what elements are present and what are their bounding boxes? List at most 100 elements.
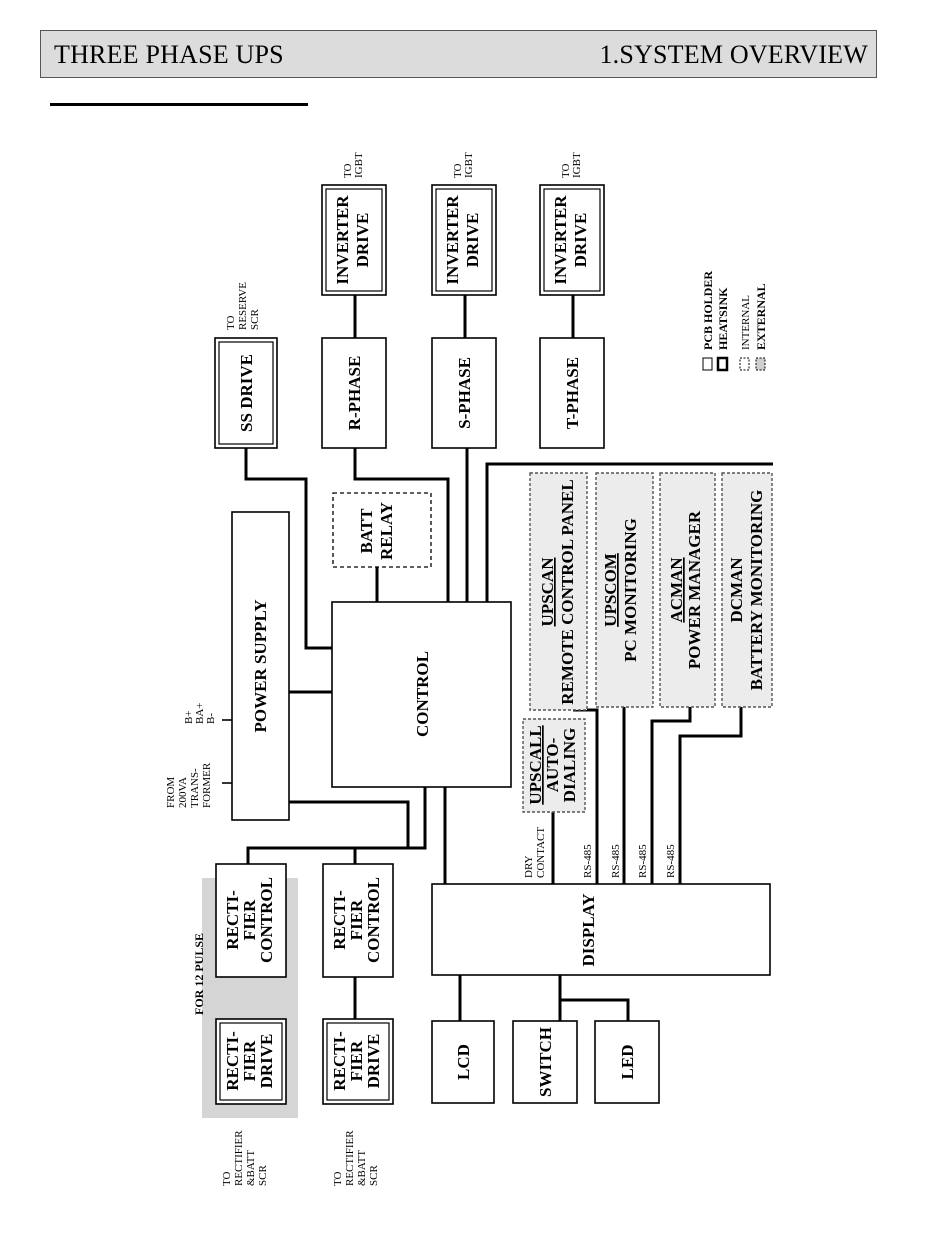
rectifier-drive-line: RECTI- — [330, 1031, 349, 1091]
rs485-label: RS-485 — [582, 844, 594, 878]
ss-drive-label: SS DRIVE — [237, 354, 256, 432]
to-igbt-label: TO — [342, 163, 354, 178]
to-igbt-label: TO — [560, 163, 572, 178]
to-igbt-label: TO — [452, 163, 464, 178]
rectifier-control-line: RECTI- — [330, 890, 349, 950]
inverter-drive-line1: INVERTER — [551, 195, 570, 285]
batt-relay-line2: RELAY — [377, 502, 396, 560]
legend-swatch-external — [755, 357, 766, 371]
rs485-label: RS-485 — [665, 844, 677, 878]
switch-block: SWITCH — [512, 1020, 578, 1104]
rectifier-drive-line: FIER — [347, 1040, 366, 1081]
upscan-title: UPSCAN — [538, 557, 557, 627]
header-title: THREE PHASE UPS — [54, 40, 284, 69]
t-phase-label: T-PHASE — [563, 357, 582, 429]
bus-labels: DRY CONTACT RS-485 RS-485 RS-485 RS-485 — [523, 827, 677, 878]
inverter-drive-t-block: INVERTER DRIVE — [539, 184, 605, 296]
to-rectifier-line: SCR — [257, 1165, 269, 1186]
b-minus-label: B- — [205, 713, 217, 724]
legend-swatch-heatsink — [716, 356, 729, 372]
to-rectifier-line: &BATT — [245, 1150, 257, 1186]
upscom-block: UPSCOM PC MONITORING — [595, 472, 654, 708]
connection-lines — [222, 295, 773, 1021]
to-rectifier-line: &BATT — [356, 1150, 368, 1186]
rectifier-control-line: FIER — [240, 899, 259, 940]
dcman-subtitle: BATTERY MONITORING — [747, 490, 766, 691]
transformer-label-line: TRANS- — [189, 768, 201, 808]
dcman-block: DCMAN BATTERY MONITORING — [721, 472, 773, 708]
r-phase-block: R-PHASE — [321, 337, 387, 449]
s-phase-label: S-PHASE — [455, 357, 474, 429]
upscall-block: UPSCALL AUTO- DIALING — [522, 718, 586, 813]
rectifier-control-block-2: RECTI- FIER CONTROL — [322, 863, 394, 978]
upscom-subtitle: PC MONITORING — [621, 518, 640, 662]
to-rectifier-line: TO — [221, 1171, 233, 1186]
upscan-block: UPSCAN REMOTE CONTROL PANEL — [529, 472, 588, 711]
inverter-drive-line1: INVERTER — [443, 195, 462, 285]
transformer-label-line: 200VA — [177, 777, 189, 808]
dcman-title: DCMAN — [727, 557, 746, 623]
to-igbt-label: IGBT — [571, 152, 583, 178]
control-label: CONTROL — [413, 651, 432, 737]
to-rectifier-labels: TO RECTIFIER &BATT SCR TO RECTIFIER &BAT… — [221, 1130, 380, 1186]
b-plus-label: B+ — [183, 710, 195, 724]
batt-relay-line1: BATT — [357, 508, 376, 554]
t-phase-block: T-PHASE — [539, 337, 605, 449]
control-block: CONTROL — [331, 601, 512, 788]
rs485-label: RS-485 — [637, 844, 649, 878]
rectifier-control-line: CONTROL — [257, 877, 276, 963]
upscom-title: UPSCOM — [601, 553, 620, 627]
upscall-title: UPSCALL — [526, 725, 545, 804]
power-supply-label: POWER SUPPLY — [251, 599, 270, 732]
to-rectifier-line: SCR — [368, 1165, 380, 1186]
to-igbt-label: IGBT — [353, 152, 365, 178]
acman-subtitle: POWER MANAGER — [685, 510, 704, 669]
switch-label: SWITCH — [536, 1027, 555, 1097]
rectifier-drive-line: FIER — [240, 1040, 259, 1081]
rectifier-drive-block-1: RECTI- FIER DRIVE — [215, 1018, 287, 1105]
display-block: DISPLAY — [431, 883, 771, 976]
upscall-line2: AUTO- — [543, 737, 562, 792]
legend-swatch-pcb-holder — [702, 357, 713, 371]
page-header: THREE PHASE UPS 1.SYSTEM OVERVIEW — [40, 30, 877, 78]
inverter-drive-r-block: INVERTER DRIVE — [321, 184, 387, 296]
s-phase-block: S-PHASE — [431, 337, 497, 449]
transformer-label-line: FROM — [165, 777, 177, 808]
rectifier-control-block-1: RECTI- FIER CONTROL — [215, 863, 287, 978]
legend-swatch-internal — [739, 357, 750, 371]
rectifier-control-line: CONTROL — [364, 877, 383, 963]
power-supply-block: POWER SUPPLY — [231, 511, 290, 821]
header-section: 1.SYSTEM OVERVIEW — [599, 40, 868, 69]
lcd-block: LCD — [431, 1020, 495, 1104]
to-reserve-scr-label: TO RESERVE SCR — [225, 282, 261, 330]
acman-title: ACMAN — [667, 557, 686, 623]
rectifier-drive-block-2: RECTI- FIER DRIVE — [322, 1018, 394, 1105]
r-phase-label: R-PHASE — [345, 356, 364, 431]
b-terminal-labels: B+ BA+ B- — [183, 703, 217, 724]
rectifier-control-line: FIER — [347, 899, 366, 940]
rectifier-control-line: RECTI- — [223, 890, 242, 950]
ss-drive-block: SS DRIVE — [214, 337, 278, 449]
to-rectifier-line: TO — [332, 1171, 344, 1186]
inverter-drive-line2: DRIVE — [353, 213, 372, 268]
rs485-label: RS-485 — [610, 844, 622, 878]
to-rectifier-line: RECTIFIER — [344, 1130, 356, 1186]
dry-contact-line: CONTACT — [535, 827, 547, 878]
ba-plus-label: BA+ — [194, 703, 206, 724]
inverter-drive-s-block: INVERTER DRIVE — [431, 184, 497, 296]
to-rectifier-line: RECTIFIER — [233, 1130, 245, 1186]
to-igbt-labels: TO IGBT TO IGBT TO IGBT — [342, 152, 583, 178]
legend-heatsink: HEATSINK — [716, 287, 730, 350]
rectifier-drive-line: RECTI- — [223, 1031, 242, 1091]
dry-contact-line: DRY — [523, 855, 535, 878]
reserve-label-line: RESERVE — [237, 282, 249, 330]
inverter-drive-line1: INVERTER — [333, 195, 352, 285]
legend-external: EXTERNAL — [754, 283, 768, 350]
acman-block: ACMAN POWER MANAGER — [659, 472, 716, 708]
legend-internal: INTERNAL — [740, 295, 752, 350]
lcd-label: LCD — [454, 1044, 473, 1080]
upscan-subtitle: REMOTE CONTROL PANEL — [558, 479, 577, 704]
reserve-label-line: SCR — [249, 309, 261, 330]
rectifier-drive-line: DRIVE — [257, 1034, 276, 1089]
